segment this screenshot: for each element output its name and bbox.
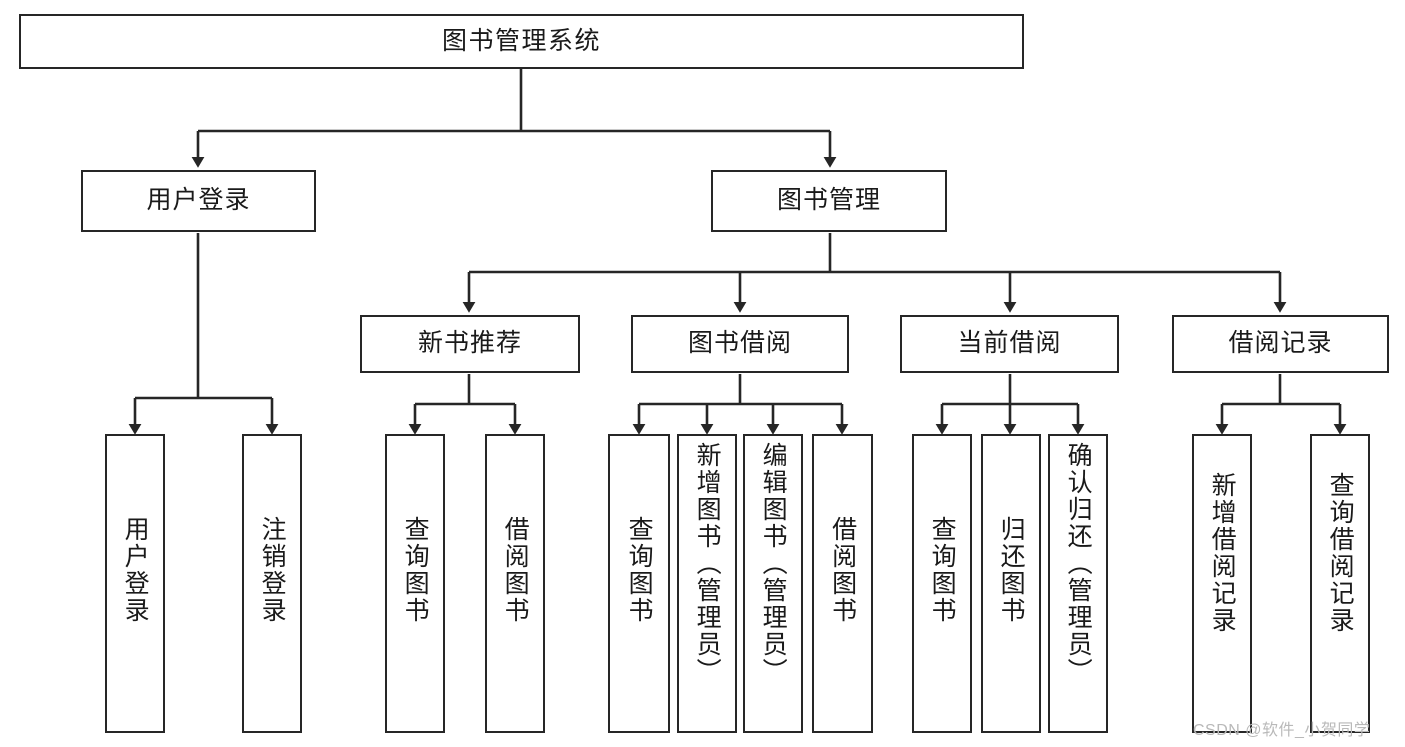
node-new-book-recommend[interactable]: 新书推荐 — [360, 315, 580, 373]
leaf-current-query-book[interactable]: 查询图书 — [912, 434, 972, 733]
leaf-new-book-query[interactable]: 查询图书 — [385, 434, 445, 733]
leaf-current-confirm-return-admin[interactable]: 确认归还（管理员） — [1048, 434, 1108, 733]
leaf-label: 查询图书 — [625, 516, 654, 624]
leaf-user-login-login[interactable]: 用户登录 — [105, 434, 165, 733]
leaf-borrow-edit-book-admin[interactable]: 编辑图书（管理员） — [743, 434, 803, 733]
leaf-label: 查询图书 — [928, 516, 957, 624]
leaf-label: 查询图书 — [401, 516, 430, 624]
leaf-borrow-add-book-admin[interactable]: 新增图书（管理员） — [677, 434, 737, 733]
node-book-borrow-label: 图书借阅 — [687, 329, 792, 358]
leaf-label: 用户登录 — [121, 516, 150, 624]
node-user-login-label: 用户登录 — [146, 186, 251, 215]
node-current-borrow[interactable]: 当前借阅 — [900, 315, 1119, 373]
node-book-management[interactable]: 图书管理 — [711, 170, 947, 232]
node-borrow-record-label: 借阅记录 — [1228, 329, 1333, 358]
leaf-user-login-logout[interactable]: 注销登录 — [242, 434, 302, 733]
node-book-management-label: 图书管理 — [776, 186, 881, 215]
leaf-label: 编辑图书（管理员） — [759, 442, 788, 685]
leaf-label: 查询借阅记录 — [1326, 472, 1355, 634]
leaf-record-query-record[interactable]: 查询借阅记录 — [1310, 434, 1370, 733]
leaf-label: 归还图书 — [997, 516, 1026, 624]
node-user-login[interactable]: 用户登录 — [81, 170, 316, 232]
leaf-label: 借阅图书 — [828, 516, 857, 624]
node-book-borrow[interactable]: 图书借阅 — [631, 315, 849, 373]
leaf-borrow-borrow-book[interactable]: 借阅图书 — [812, 434, 873, 733]
leaf-label: 借阅图书 — [501, 516, 530, 624]
leaf-current-return-book[interactable]: 归还图书 — [981, 434, 1041, 733]
leaf-label: 确认归还（管理员） — [1064, 442, 1093, 685]
leaf-borrow-query-book[interactable]: 查询图书 — [608, 434, 670, 733]
node-new-book-recommend-label: 新书推荐 — [417, 329, 522, 358]
leaf-new-book-borrow[interactable]: 借阅图书 — [485, 434, 545, 733]
node-root-label: 图书管理系统 — [441, 26, 601, 55]
node-borrow-record[interactable]: 借阅记录 — [1172, 315, 1389, 373]
csdn-watermark: CSDN @软件_小贺同学 — [1193, 722, 1371, 739]
node-root[interactable]: 图书管理系统 — [19, 14, 1024, 69]
leaf-label: 新增图书（管理员） — [693, 442, 722, 685]
leaf-record-add-record[interactable]: 新增借阅记录 — [1192, 434, 1252, 733]
leaf-label: 注销登录 — [258, 516, 287, 624]
leaf-label: 新增借阅记录 — [1208, 472, 1237, 634]
node-current-borrow-label: 当前借阅 — [957, 329, 1062, 358]
